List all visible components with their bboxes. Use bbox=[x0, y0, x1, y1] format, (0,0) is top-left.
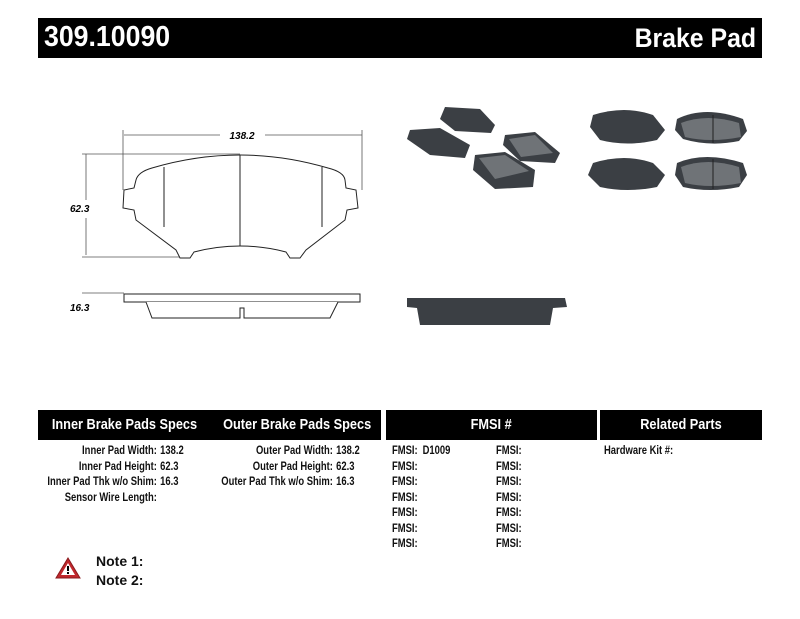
inner-specs-header-label: Inner Brake Pads Specs bbox=[51, 416, 197, 433]
spec-label: FMSI: bbox=[392, 460, 418, 473]
spec-label: Sensor Wire Length: bbox=[64, 491, 157, 504]
pad-photo bbox=[440, 107, 495, 133]
document-type: Brake Pad bbox=[634, 23, 756, 53]
spec-value: D1009 bbox=[422, 445, 451, 457]
related-parts-list: Hardware Kit #: bbox=[604, 444, 690, 460]
spec-label: FMSI: bbox=[496, 507, 522, 519]
spec-value: 62.3 bbox=[336, 460, 355, 473]
spec-label: FMSI: bbox=[496, 522, 522, 535]
thickness-dimension: 16.3 bbox=[70, 303, 90, 314]
part-number: 309.10090 bbox=[44, 21, 171, 53]
spec-value: 16.3 bbox=[160, 476, 179, 488]
spec-value: 138.2 bbox=[160, 445, 184, 457]
spec-label: FMSI: bbox=[392, 522, 418, 535]
spec-row: FMSI: bbox=[392, 537, 450, 553]
height-dimension: 62.3 bbox=[70, 204, 90, 215]
spec-value: 138.2 bbox=[336, 445, 360, 457]
pad-photo bbox=[590, 110, 665, 144]
spec-row: Inner Pad Height:62.3 bbox=[38, 460, 184, 476]
spec-row: FMSI: bbox=[496, 460, 527, 476]
spec-label: FMSI: bbox=[392, 491, 418, 504]
spec-row: Inner Pad Thk w/o Shim:16.3 bbox=[38, 475, 184, 491]
spec-row: FMSI: bbox=[392, 460, 450, 476]
spec-row: Inner Pad Width:138.2 bbox=[38, 444, 184, 460]
outer-specs-header-label: Outer Brake Pads Specs bbox=[223, 416, 372, 433]
spec-label: Inner Pad Width: bbox=[82, 445, 157, 457]
note-2: Note 2: bbox=[96, 572, 144, 588]
spec-row: FMSI: bbox=[496, 491, 527, 507]
outer-specs-header: Outer Brake Pads Specs bbox=[210, 410, 381, 440]
spec-row: FMSI: bbox=[496, 506, 527, 522]
spec-row: FMSI: bbox=[392, 491, 450, 507]
spec-label: FMSI: bbox=[496, 445, 522, 457]
spec-row: Sensor Wire Length: bbox=[38, 491, 184, 507]
pad-technical-drawing: 138.2 62.3 16.3 bbox=[70, 130, 363, 319]
spec-row: Outer Pad Thk w/o Shim:16.3 bbox=[214, 475, 360, 491]
spec-row: FMSI: bbox=[392, 506, 450, 522]
warning-triangle-icon bbox=[55, 557, 81, 579]
spec-label: FMSI: bbox=[496, 491, 522, 504]
note-1: Note 1: bbox=[96, 553, 144, 569]
product-photos bbox=[407, 107, 747, 325]
pad-photo bbox=[588, 158, 665, 190]
spec-value: 16.3 bbox=[336, 476, 355, 488]
spec-row: Outer Pad Height:62.3 bbox=[214, 460, 360, 476]
spec-row: Outer Pad Width:138.2 bbox=[214, 444, 360, 460]
related-parts-header-label: Related Parts bbox=[640, 416, 722, 433]
spec-label: Outer Pad Width: bbox=[255, 445, 333, 457]
inner-specs-header: Inner Brake Pads Specs bbox=[38, 410, 210, 440]
fmsi-header-label: FMSI # bbox=[470, 416, 513, 433]
spec-row: FMSI: bbox=[392, 522, 450, 538]
spec-row: FMSI: bbox=[496, 537, 527, 553]
pad-photo bbox=[407, 128, 470, 158]
related-parts-header: Related Parts bbox=[600, 410, 762, 440]
spec-label: FMSI: bbox=[496, 538, 522, 550]
fmsi-list-right: FMSI: FMSI: FMSI: FMSI: FMSI: FMSI: FMSI: bbox=[496, 444, 533, 553]
fmsi-header: FMSI # bbox=[386, 410, 597, 440]
spec-row: FMSI: bbox=[496, 522, 527, 538]
spec-label: Outer Pad Thk w/o Shim: bbox=[221, 476, 333, 488]
spec-row: FMSI: bbox=[496, 475, 527, 491]
spec-row: FMSI: bbox=[496, 444, 527, 460]
spec-label: Outer Pad Height: bbox=[252, 460, 333, 473]
spec-row: FMSI: D1009 bbox=[392, 444, 450, 460]
spec-label: FMSI: bbox=[392, 445, 418, 457]
spec-label: Inner Pad Height: bbox=[78, 460, 157, 473]
spec-label: FMSI: bbox=[496, 460, 522, 473]
pad-photo bbox=[407, 298, 567, 325]
spec-label: FMSI: bbox=[496, 476, 522, 488]
spec-value: 62.3 bbox=[160, 460, 179, 473]
spec-row: FMSI: bbox=[392, 475, 450, 491]
spec-label: Hardware Kit #: bbox=[604, 445, 674, 457]
spec-label: Inner Pad Thk w/o Shim: bbox=[47, 476, 157, 488]
width-dimension: 138.2 bbox=[229, 131, 254, 142]
spec-row: Hardware Kit #: bbox=[604, 444, 675, 460]
spec-label: FMSI: bbox=[392, 507, 418, 519]
title-bar: 309.10090 Brake Pad bbox=[38, 18, 762, 58]
spec-label: FMSI: bbox=[392, 476, 418, 488]
spec-label: FMSI: bbox=[392, 538, 418, 550]
